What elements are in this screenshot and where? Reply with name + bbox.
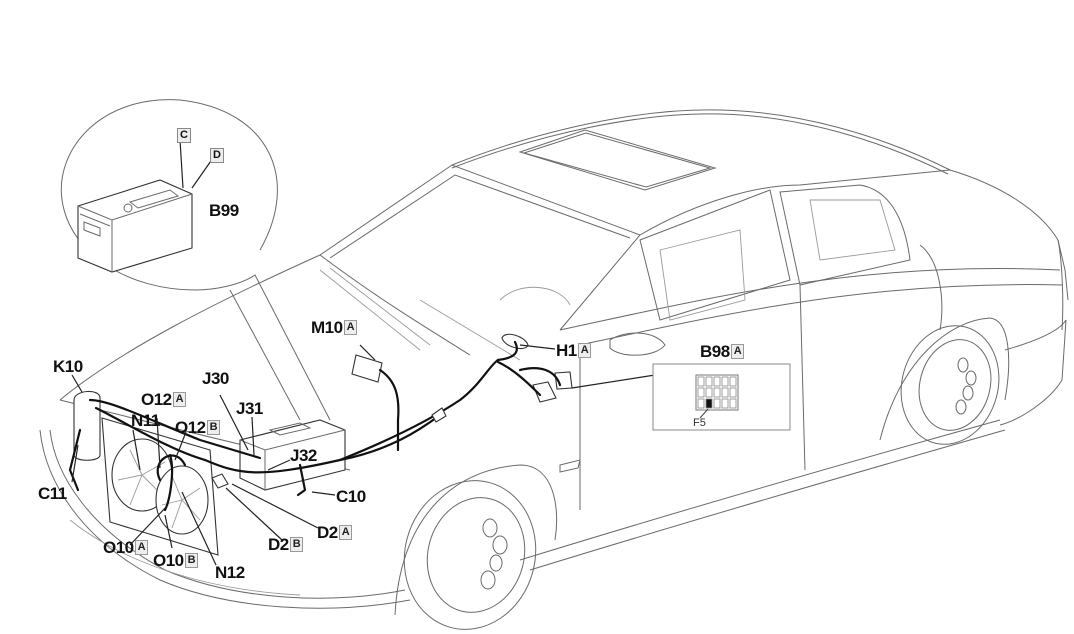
battery-inset <box>60 99 331 421</box>
label-k10: K10 <box>53 357 83 377</box>
fuse-f5-leader <box>699 408 709 419</box>
fuse-slot <box>721 398 729 409</box>
fuse-slot <box>697 387 705 398</box>
battery-label: B99 <box>209 201 239 220</box>
label-c11: C11 <box>38 484 67 504</box>
fuse-slot <box>713 376 721 387</box>
fuse-slot <box>705 376 713 387</box>
fuse-slot <box>729 387 737 398</box>
label-leaders <box>71 344 656 566</box>
label-n12: N12 <box>215 563 245 583</box>
wiring-harness <box>68 340 562 512</box>
label-n11: N11 <box>131 411 160 431</box>
front-components <box>71 333 573 556</box>
fuse-slot <box>721 376 729 387</box>
battery-terminal-c-label: C <box>177 128 191 143</box>
fuse-box-inset <box>652 363 791 431</box>
fuse-slot <box>713 387 721 398</box>
label-j30: J30 <box>202 369 229 389</box>
fuse-slot <box>729 376 737 387</box>
fuse-slot <box>729 398 737 409</box>
car-body <box>39 109 1069 630</box>
battery-terminal-d-label: D <box>210 148 224 163</box>
fuse-slot <box>713 398 721 409</box>
fuse-slot <box>697 398 705 409</box>
fuse-f5-label: F5 <box>693 417 706 429</box>
label-c10: C10 <box>336 487 366 507</box>
label-j31: J31 <box>236 399 263 419</box>
label-j32: J32 <box>290 446 317 466</box>
fuse-slot <box>721 387 729 398</box>
fuse-f5-highlighted <box>705 398 713 409</box>
fuse-slot <box>697 376 705 387</box>
fuse-slot <box>705 387 713 398</box>
